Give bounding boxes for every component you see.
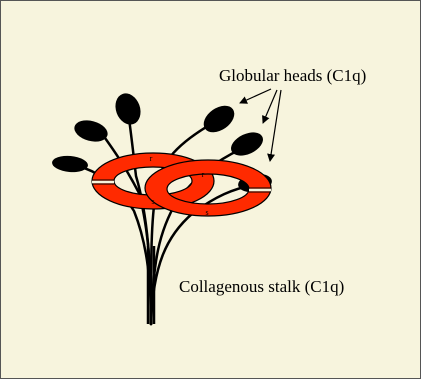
globular-head-1 [72,117,110,145]
left-ring-bottom-label: s [151,197,154,206]
right-ring-bottom-label: s [205,208,208,217]
arrow-1 [240,89,271,103]
arrow-3 [270,90,281,161]
right-ring-top-label: r [202,170,205,179]
globular-head-4 [227,128,266,160]
globular-heads-label: Globular heads (C1q) [219,66,366,85]
globular-head-2 [111,90,144,128]
arrow-2 [263,90,277,123]
globular-head-3 [199,100,239,138]
globular-head-6 [51,154,88,173]
collagenous-stalk-label: Collagenous stalk (C1q) [179,277,344,296]
left-ring-top-label: r [150,154,153,163]
